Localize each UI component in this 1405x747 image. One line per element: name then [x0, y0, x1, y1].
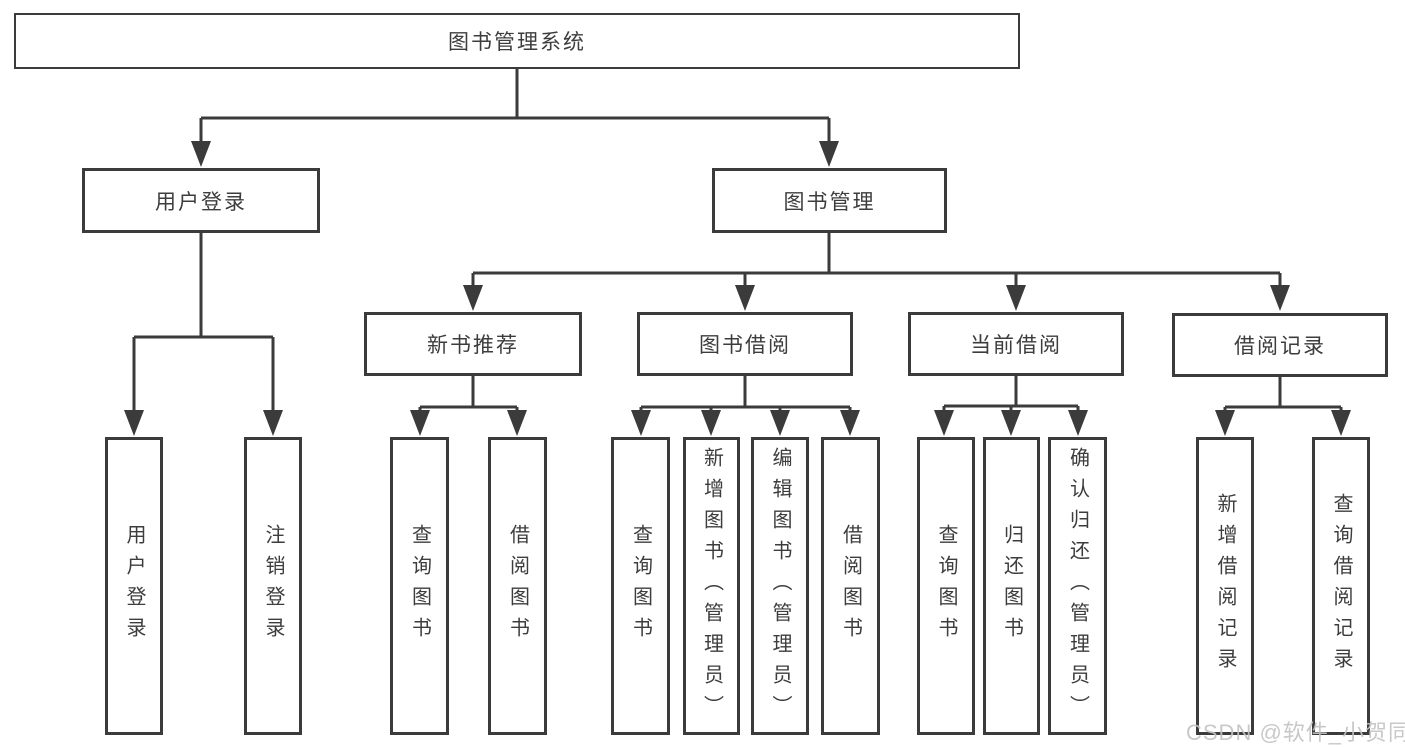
leaf-query-books-1: 查询图书 — [390, 437, 449, 735]
connector-newbooks-to-leaves — [418, 376, 519, 414]
leaf-label: 编辑图书（管理员） — [769, 446, 791, 726]
leaf-label: 查询借阅记录 — [1330, 493, 1352, 679]
connector-root-to-level2 — [199, 69, 831, 146]
connector-userlogin-to-leaves — [132, 233, 275, 414]
leaf-confirm-return-admin: 确认归还（管理员） — [1048, 437, 1107, 735]
node-current-borrowing: 当前借阅 — [908, 312, 1124, 376]
leaf-query-borrow-record: 查询借阅记录 — [1312, 437, 1370, 735]
connector-bookmgmt-to-level3 — [471, 233, 1282, 290]
leaf-user-login: 用户登录 — [105, 437, 163, 735]
connector-bookborrow-to-leaves — [639, 376, 852, 414]
leaf-label: 借阅图书 — [839, 524, 862, 648]
leaf-edit-books-admin: 编辑图书（管理员） — [751, 437, 809, 735]
node-new-book-recommend: 新书推荐 — [364, 312, 582, 376]
arrowheads-level2 — [191, 141, 839, 167]
node-label: 图书管理 — [783, 190, 876, 214]
leaf-label: 新增图书（管理员） — [700, 446, 723, 726]
leaf-label: 查询图书 — [408, 524, 431, 648]
arrowheads-level3 — [463, 285, 1290, 311]
leaf-label: 用户登录 — [123, 524, 145, 648]
leaf-label: 查询图书 — [629, 524, 652, 648]
node-user-login-branch: 用户登录 — [82, 168, 320, 233]
leaf-borrow-books-2: 借阅图书 — [821, 437, 880, 735]
node-library-management-system: 图书管理系统 — [14, 13, 1020, 69]
node-label: 用户登录 — [155, 190, 247, 214]
leaf-label: 确认归还（管理员） — [1066, 446, 1089, 726]
leaf-label: 注销登录 — [262, 524, 284, 648]
node-book-borrowing: 图书借阅 — [637, 312, 853, 376]
arrowheads-leaves — [124, 410, 1351, 436]
node-label: 新书推荐 — [427, 334, 519, 357]
leaf-query-books-3: 查询图书 — [917, 437, 975, 735]
node-label: 图书管理系统 — [448, 31, 586, 54]
leaf-label: 借阅图书 — [506, 524, 529, 648]
leaf-label: 新增借阅记录 — [1214, 493, 1236, 679]
leaf-query-books-2: 查询图书 — [611, 437, 670, 735]
leaf-borrow-books-1: 借阅图书 — [488, 437, 547, 735]
leaf-logout: 注销登录 — [244, 437, 302, 735]
leaf-return-books: 归还图书 — [983, 437, 1040, 735]
node-label: 借阅记录 — [1234, 335, 1326, 358]
connector-currentborrow-to-leaves — [942, 376, 1080, 414]
node-book-management: 图书管理 — [712, 168, 947, 233]
leaf-add-books-admin: 新增图书（管理员） — [683, 437, 740, 735]
node-label: 当前借阅 — [970, 334, 1062, 357]
node-borrowing-records: 借阅记录 — [1172, 313, 1388, 377]
node-label: 图书借阅 — [699, 334, 791, 357]
connector-borrowrecords-to-leaves — [1223, 377, 1343, 414]
csdn-watermark: CSDN @软件_小贺同学 — [1186, 720, 1405, 745]
leaf-label: 查询图书 — [935, 524, 957, 648]
leaf-add-borrow-record: 新增借阅记录 — [1196, 437, 1254, 735]
leaf-label: 归还图书 — [1000, 524, 1023, 648]
